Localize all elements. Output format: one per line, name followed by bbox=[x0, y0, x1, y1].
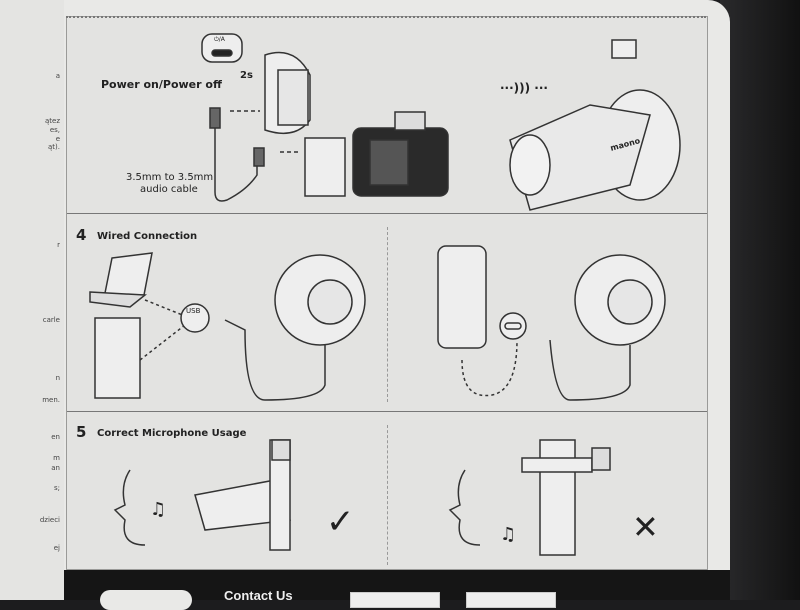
usb-port-icon bbox=[180, 303, 210, 333]
wrong-usage-illustration: ♫ bbox=[448, 439, 611, 556]
footer-pill bbox=[100, 590, 192, 610]
connection-line bbox=[139, 299, 191, 361]
svg-text:···))) ···: ···))) ··· bbox=[500, 81, 548, 95]
text-fragment: m bbox=[53, 454, 60, 462]
text-fragment: s; bbox=[53, 484, 60, 492]
contact-us: Contact Us bbox=[224, 588, 293, 603]
svg-text:♫: ♫ bbox=[150, 499, 166, 520]
qr-code-icon bbox=[350, 592, 440, 608]
cross-icon: ✕ bbox=[632, 508, 659, 546]
usb-c-port-icon bbox=[499, 312, 527, 340]
cable-illustration bbox=[209, 107, 300, 202]
text-fragment: an bbox=[51, 464, 60, 472]
divider bbox=[387, 425, 388, 565]
text-fragment: ej bbox=[53, 544, 60, 552]
correct-usage-illustration: ♫ bbox=[113, 439, 292, 551]
section-number: 4 bbox=[76, 226, 87, 244]
camera-illustration bbox=[304, 111, 449, 197]
hold-time: 2s bbox=[240, 70, 253, 81]
qr-code-icon bbox=[466, 592, 556, 608]
dotted-edge bbox=[66, 16, 706, 18]
text-fragment: e bbox=[55, 135, 60, 143]
text-fragment: ątez bbox=[44, 117, 60, 125]
wired-mic-illustration-1 bbox=[224, 254, 366, 401]
divider bbox=[67, 411, 707, 412]
wired-mic-illustration-2 bbox=[549, 254, 666, 401]
background bbox=[720, 0, 800, 600]
section-title: Correct Microphone Usage bbox=[97, 428, 247, 439]
power-label: Power on/Power off bbox=[101, 78, 222, 91]
desktop-tower-illustration bbox=[94, 317, 141, 399]
text-fragment: r bbox=[57, 241, 60, 249]
smartphone-illustration bbox=[437, 245, 518, 397]
text-fragment: es, bbox=[49, 126, 60, 134]
divider bbox=[387, 227, 388, 402]
left-page: a ątez es, e ąt). r carle n men. en m an… bbox=[0, 0, 65, 600]
text-fragment: a bbox=[55, 72, 60, 80]
cable-label: 3.5mm to 3.5mm bbox=[126, 172, 214, 183]
text-fragment: dzieci bbox=[39, 516, 60, 524]
text-fragment: carle bbox=[42, 316, 60, 324]
laptop-illustration bbox=[89, 252, 153, 308]
text-fragment: n bbox=[55, 374, 60, 382]
text-fragment: ąt). bbox=[48, 143, 60, 151]
svg-text:♫: ♫ bbox=[500, 524, 516, 545]
section-title: Wired Connection bbox=[97, 231, 198, 242]
cable-label: audio cable bbox=[140, 184, 198, 195]
section-number: 5 bbox=[76, 423, 87, 441]
text-fragment: en bbox=[51, 433, 60, 441]
transmitter-illustration bbox=[201, 33, 311, 135]
divider bbox=[67, 213, 707, 214]
footer: Contact Us bbox=[64, 570, 730, 610]
check-icon: ✓ bbox=[326, 502, 355, 542]
text-fragment: men. bbox=[42, 396, 60, 404]
switch-label: ⏻/A bbox=[214, 36, 225, 43]
wireless-mic-illustration bbox=[509, 39, 681, 211]
usb-label: USB bbox=[186, 307, 201, 315]
